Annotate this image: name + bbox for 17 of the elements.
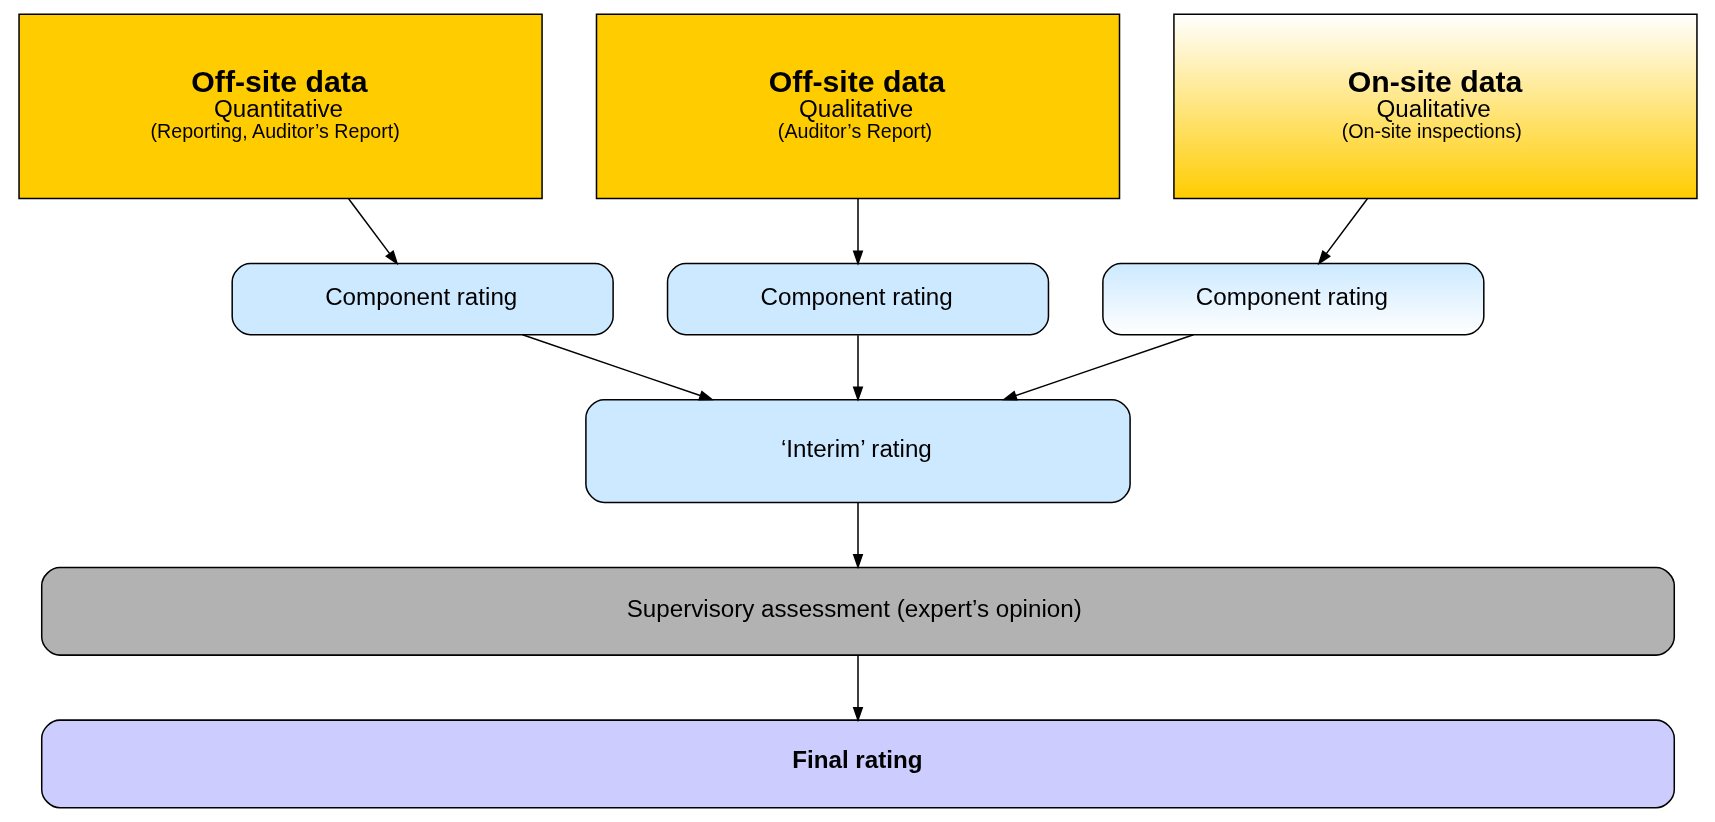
arrow (1001, 334, 1194, 401)
node-box: Final rating (40, 719, 1675, 809)
arrow (852, 502, 863, 570)
node-box: ‘Interim’ rating (584, 398, 1131, 504)
node-box: Off-site data Qualitative (Auditor’s Report) (595, 13, 1120, 200)
arrow (347, 198, 398, 266)
node-box: Component rating (1101, 262, 1485, 336)
arrow (852, 654, 863, 723)
node-box: Component rating (230, 262, 614, 336)
arrow (521, 334, 714, 401)
arrow (1317, 198, 1368, 266)
arrow (852, 334, 863, 402)
node-box: Supervisory assessment (expert’s opinion) (40, 566, 1675, 656)
node-box: Off-site data Quantitative (Reporting, Auditor’s Report) (17, 13, 543, 200)
node-box: Component rating (666, 262, 1049, 336)
node-box: On-site data Qualitative (On-site inspections) (1172, 13, 1698, 200)
arrow (852, 198, 863, 266)
